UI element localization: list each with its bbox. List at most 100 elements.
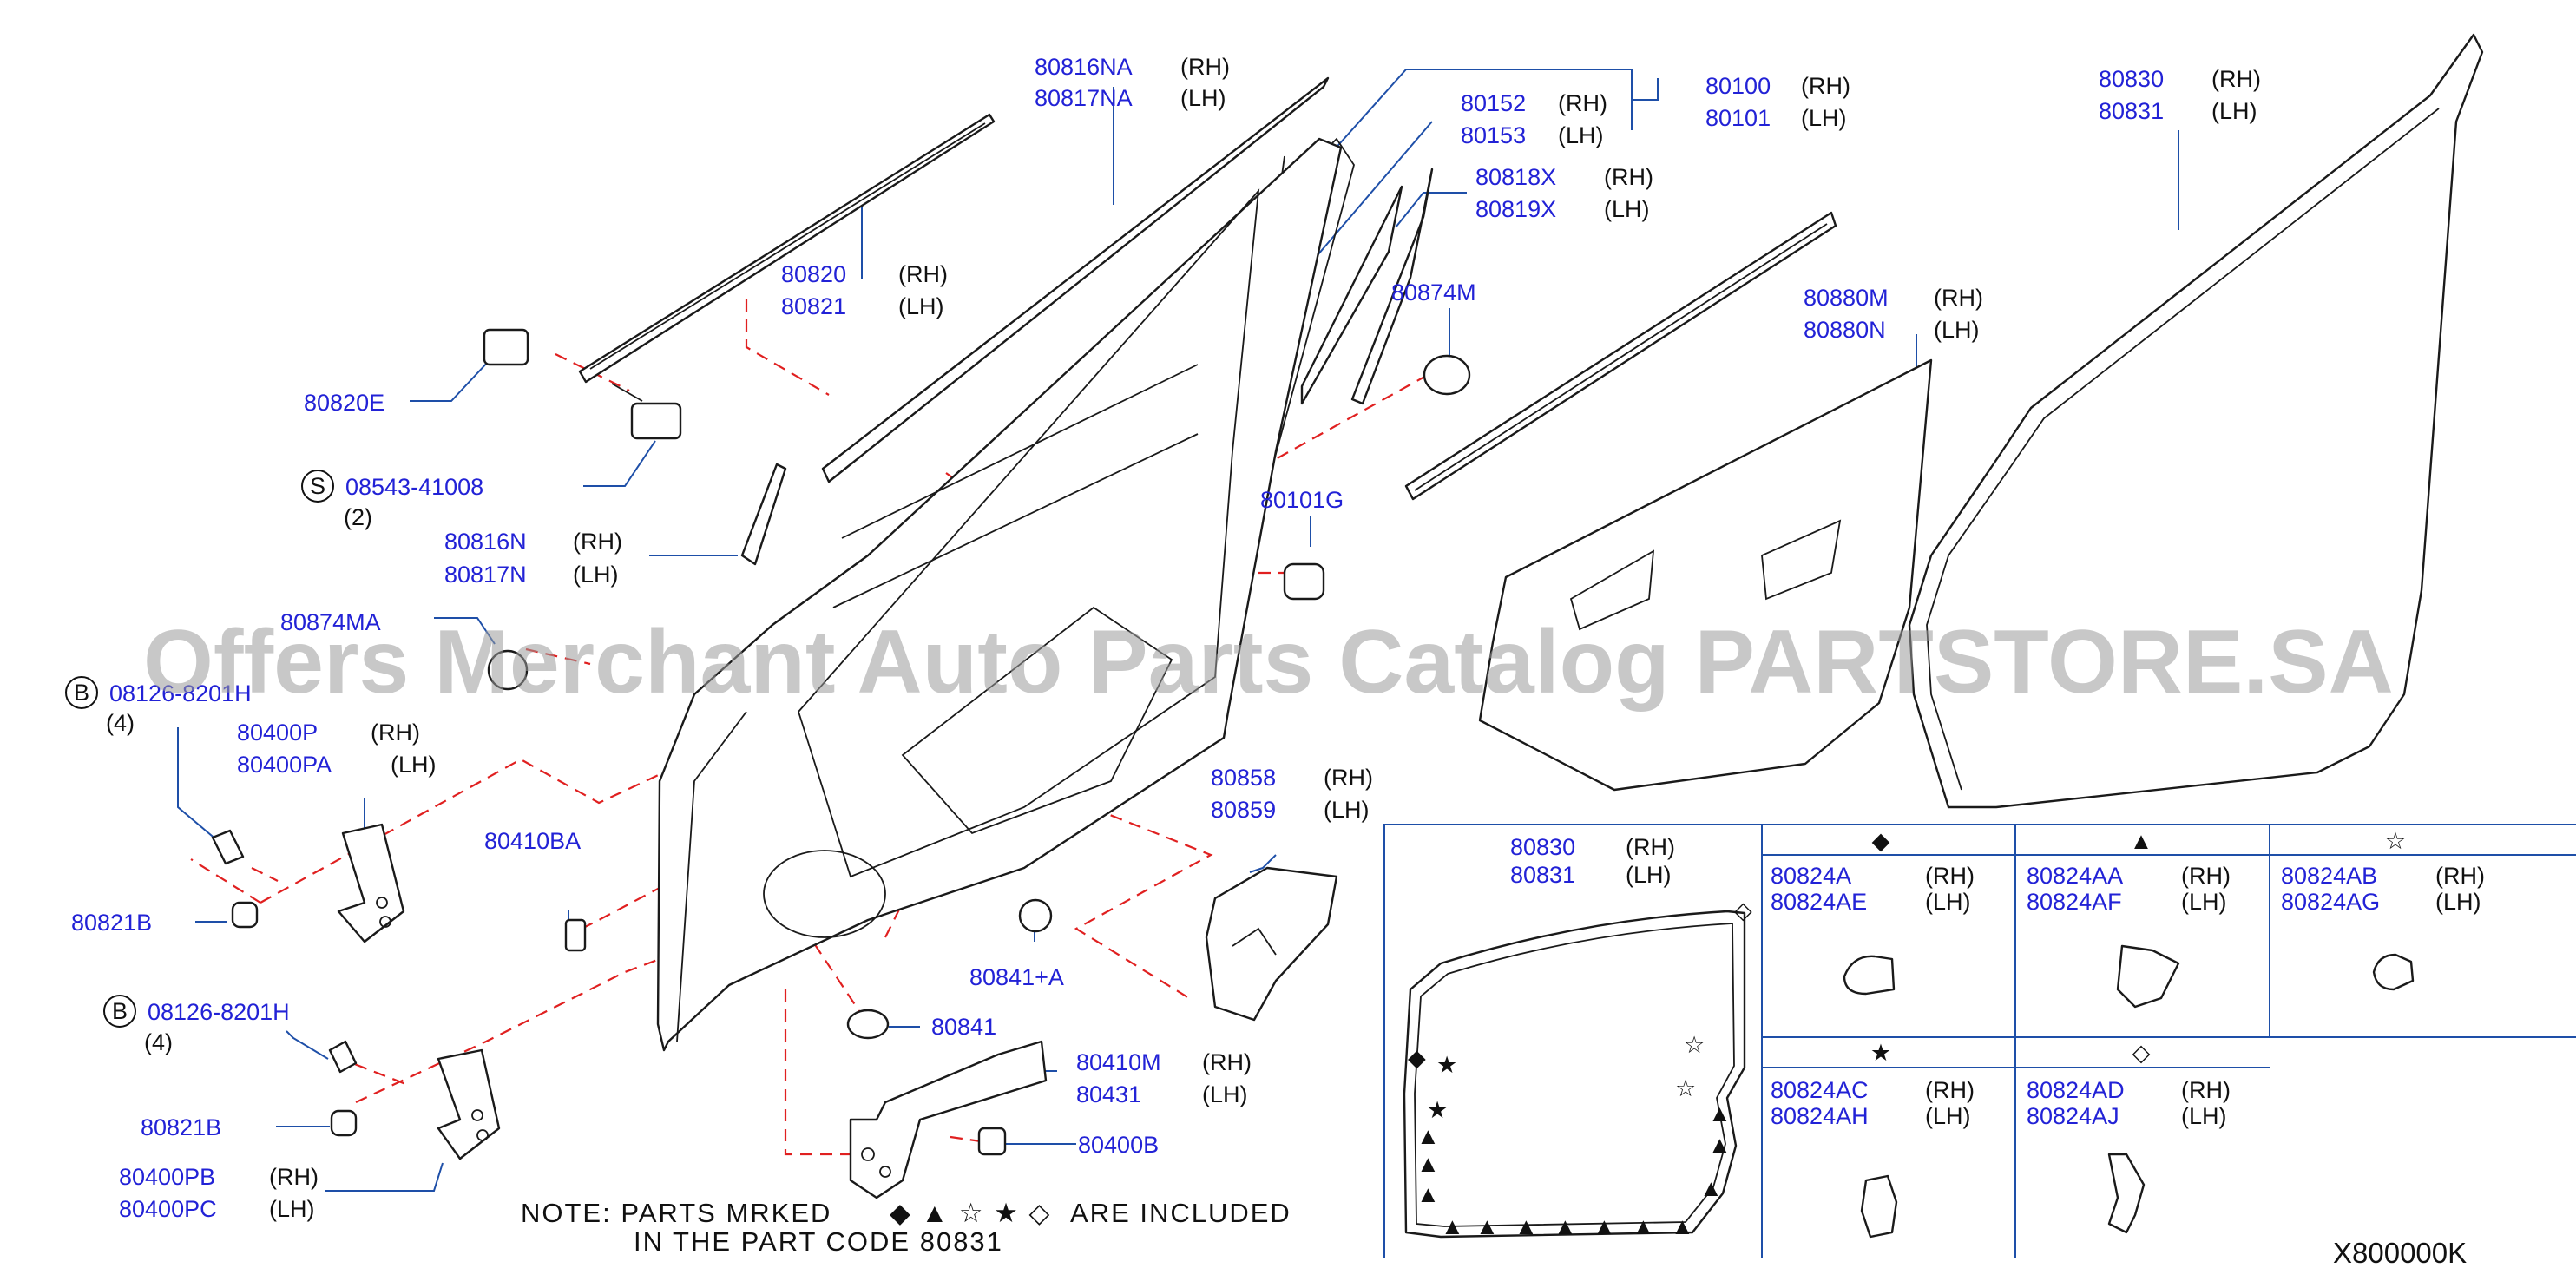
svg-text:(LH): (LH)	[898, 293, 944, 319]
svg-text:◆: ◆	[1408, 1045, 1426, 1071]
svg-text:▲: ▲	[1515, 1213, 1538, 1239]
svg-text:(RH): (RH)	[2181, 1077, 2231, 1103]
svg-text:80824AD: 80824AD	[2027, 1077, 2125, 1103]
svg-text:80153: 80153	[1461, 122, 1526, 148]
callout-80830-top: 80830 (RH)	[2099, 66, 2261, 92]
callout-80817NA: 80817NA (LH)	[1035, 85, 1226, 111]
svg-text:▲: ▲	[1416, 1181, 1440, 1207]
svg-text:(LH): (LH)	[2181, 1103, 2227, 1129]
callout-80400P: 80400P (RH)	[237, 720, 420, 746]
callout-80153: 80153 (LH)	[1461, 122, 1604, 148]
callout-80816N: 80816N (RH)	[444, 529, 622, 555]
svg-text:80410M: 80410M	[1076, 1049, 1161, 1075]
callout-80816NA: 80816NA (RH)	[1035, 54, 1230, 80]
svg-text:(RH): (RH)	[269, 1164, 319, 1190]
svg-text:80400B: 80400B	[1078, 1132, 1159, 1158]
svg-text:(RH): (RH)	[1202, 1049, 1252, 1075]
inset-clip-triangle: ▲ 80824AA (RH) 80824AF (LH)	[2027, 828, 2231, 1009]
door-shell	[656, 137, 1343, 1052]
svg-text:08126-8201H: 08126-8201H	[109, 680, 252, 706]
svg-text:▲: ▲	[1699, 1175, 1723, 1201]
note: NOTE: PARTS MRKED ◆ ▲ ☆ ★ ◇ ARE INCLUDED…	[521, 1198, 1290, 1257]
svg-text:(4): (4)	[106, 710, 135, 736]
svg-text:80824AB: 80824AB	[2281, 863, 2377, 889]
svg-text:(RH): (RH)	[1180, 54, 1230, 80]
svg-text:▲: ▲	[1554, 1213, 1577, 1239]
callout-80821B-lower: 80821B	[141, 1114, 221, 1140]
svg-text:▲: ▲	[1632, 1213, 1655, 1239]
svg-text:☆: ☆	[2385, 828, 2406, 854]
svg-text:(LH): (LH)	[573, 562, 619, 588]
svg-text:☆: ☆	[1684, 1032, 1705, 1058]
diagram-code: X800000K	[2333, 1237, 2467, 1269]
inset-seal-label: 80830 (RH) 80831 (LH)	[1510, 834, 1675, 888]
svg-text:(RH): (RH)	[1558, 90, 1607, 116]
front-sash-trim	[740, 463, 787, 566]
callout-80859: 80859 (LH)	[1211, 797, 1370, 823]
callout-80820: 80820 (RH)	[781, 261, 948, 287]
callout-80819X: 80819X (LH)	[1475, 196, 1650, 222]
svg-text:(RH): (RH)	[2211, 66, 2261, 92]
svg-text:80831: 80831	[1510, 862, 1575, 888]
svg-text:▲: ▲	[1708, 1132, 1732, 1158]
svg-text:80874MA: 80874MA	[280, 609, 381, 635]
svg-text:80101G: 80101G	[1260, 487, 1344, 513]
callout-80817N: 80817N (LH)	[444, 562, 619, 588]
inset-clip-open-star: ☆ 80824AB (RH) 80824AG (LH)	[2281, 828, 2485, 991]
svg-text:★: ★	[1427, 1097, 1448, 1123]
svg-text:80841+A: 80841+A	[969, 964, 1064, 990]
svg-text:80824AC: 80824AC	[1771, 1077, 1869, 1103]
svg-text:(LH): (LH)	[1925, 889, 1971, 915]
svg-text:80820E: 80820E	[304, 390, 384, 416]
svg-text:80821B: 80821B	[141, 1114, 221, 1140]
callout-80821B-upper: 80821B	[71, 910, 152, 936]
door-trim-panel	[1478, 358, 1933, 792]
svg-text:★: ★	[1436, 1052, 1457, 1078]
svg-text:(RH): (RH)	[371, 720, 420, 746]
callout-80820E: 80820E	[304, 390, 384, 416]
svg-text:80830: 80830	[2099, 66, 2164, 92]
assembly-dashed-lines	[190, 299, 1429, 1156]
callout-80100: 80100 (RH)	[1705, 73, 1850, 99]
svg-text:80824AF: 80824AF	[2027, 889, 2122, 915]
callout-80821: 80821 (LH)	[781, 293, 944, 319]
callout-80880M: 80880M (RH)	[1804, 285, 1983, 311]
rear-sash-trim	[1300, 168, 1434, 405]
callout-80831-top: 80831 (LH)	[2099, 98, 2257, 124]
svg-text:(RH): (RH)	[1324, 765, 1373, 791]
svg-text:(RH): (RH)	[2435, 863, 2485, 889]
svg-text:(RH): (RH)	[1925, 863, 1975, 889]
svg-text:80400PB: 80400PB	[119, 1164, 215, 1190]
svg-text:(RH): (RH)	[1604, 164, 1653, 190]
svg-text:80824AE: 80824AE	[1771, 889, 1867, 915]
svg-text:(RH): (RH)	[2181, 863, 2231, 889]
svg-text:IN THE PART CODE 80831: IN THE PART CODE 80831	[634, 1226, 1003, 1257]
svg-text:☆: ☆	[1675, 1075, 1696, 1101]
svg-text:80400P: 80400P	[237, 720, 318, 746]
svg-text:(LH): (LH)	[1604, 196, 1650, 222]
svg-text:▲: ▲	[1441, 1213, 1464, 1239]
svg-text:(RH): (RH)	[1934, 285, 1983, 311]
inset-clip-open-diamond: ◇ 80824AD (RH) 80824AJ (LH)	[2027, 1040, 2231, 1234]
svg-text:★: ★	[1870, 1040, 1891, 1066]
svg-text:(LH): (LH)	[1324, 797, 1370, 823]
svg-text:80831: 80831	[2099, 98, 2164, 124]
svg-text:(LH): (LH)	[1558, 122, 1604, 148]
sealing-screen-bracket	[1205, 866, 1338, 1022]
svg-text:80824AA: 80824AA	[2027, 863, 2123, 889]
callout-80880N: 80880N (LH)	[1804, 317, 1980, 343]
callout-80858: 80858 (RH)	[1211, 765, 1373, 791]
belt-weatherstrip	[1404, 211, 1837, 501]
svg-text:(RH): (RH)	[1801, 73, 1850, 99]
callout-80874MA: 80874MA	[280, 609, 381, 635]
callout-80818X: 80818X (RH)	[1475, 164, 1653, 190]
callout-08543-41008: S 08543-41008 (2)	[301, 470, 483, 530]
svg-text:(LH): (LH)	[2435, 889, 2481, 915]
svg-text:◆ ▲ ☆ ★ ◇: ◆ ▲ ☆ ★ ◇	[890, 1198, 1051, 1228]
svg-text:80824AJ: 80824AJ	[2027, 1103, 2119, 1129]
callout-80101G: 80101G	[1260, 487, 1344, 513]
svg-text:NOTE: PARTS MRKED: NOTE: PARTS MRKED	[521, 1198, 831, 1228]
door-check-link	[849, 1040, 1048, 1199]
svg-text:80859: 80859	[1211, 797, 1276, 823]
